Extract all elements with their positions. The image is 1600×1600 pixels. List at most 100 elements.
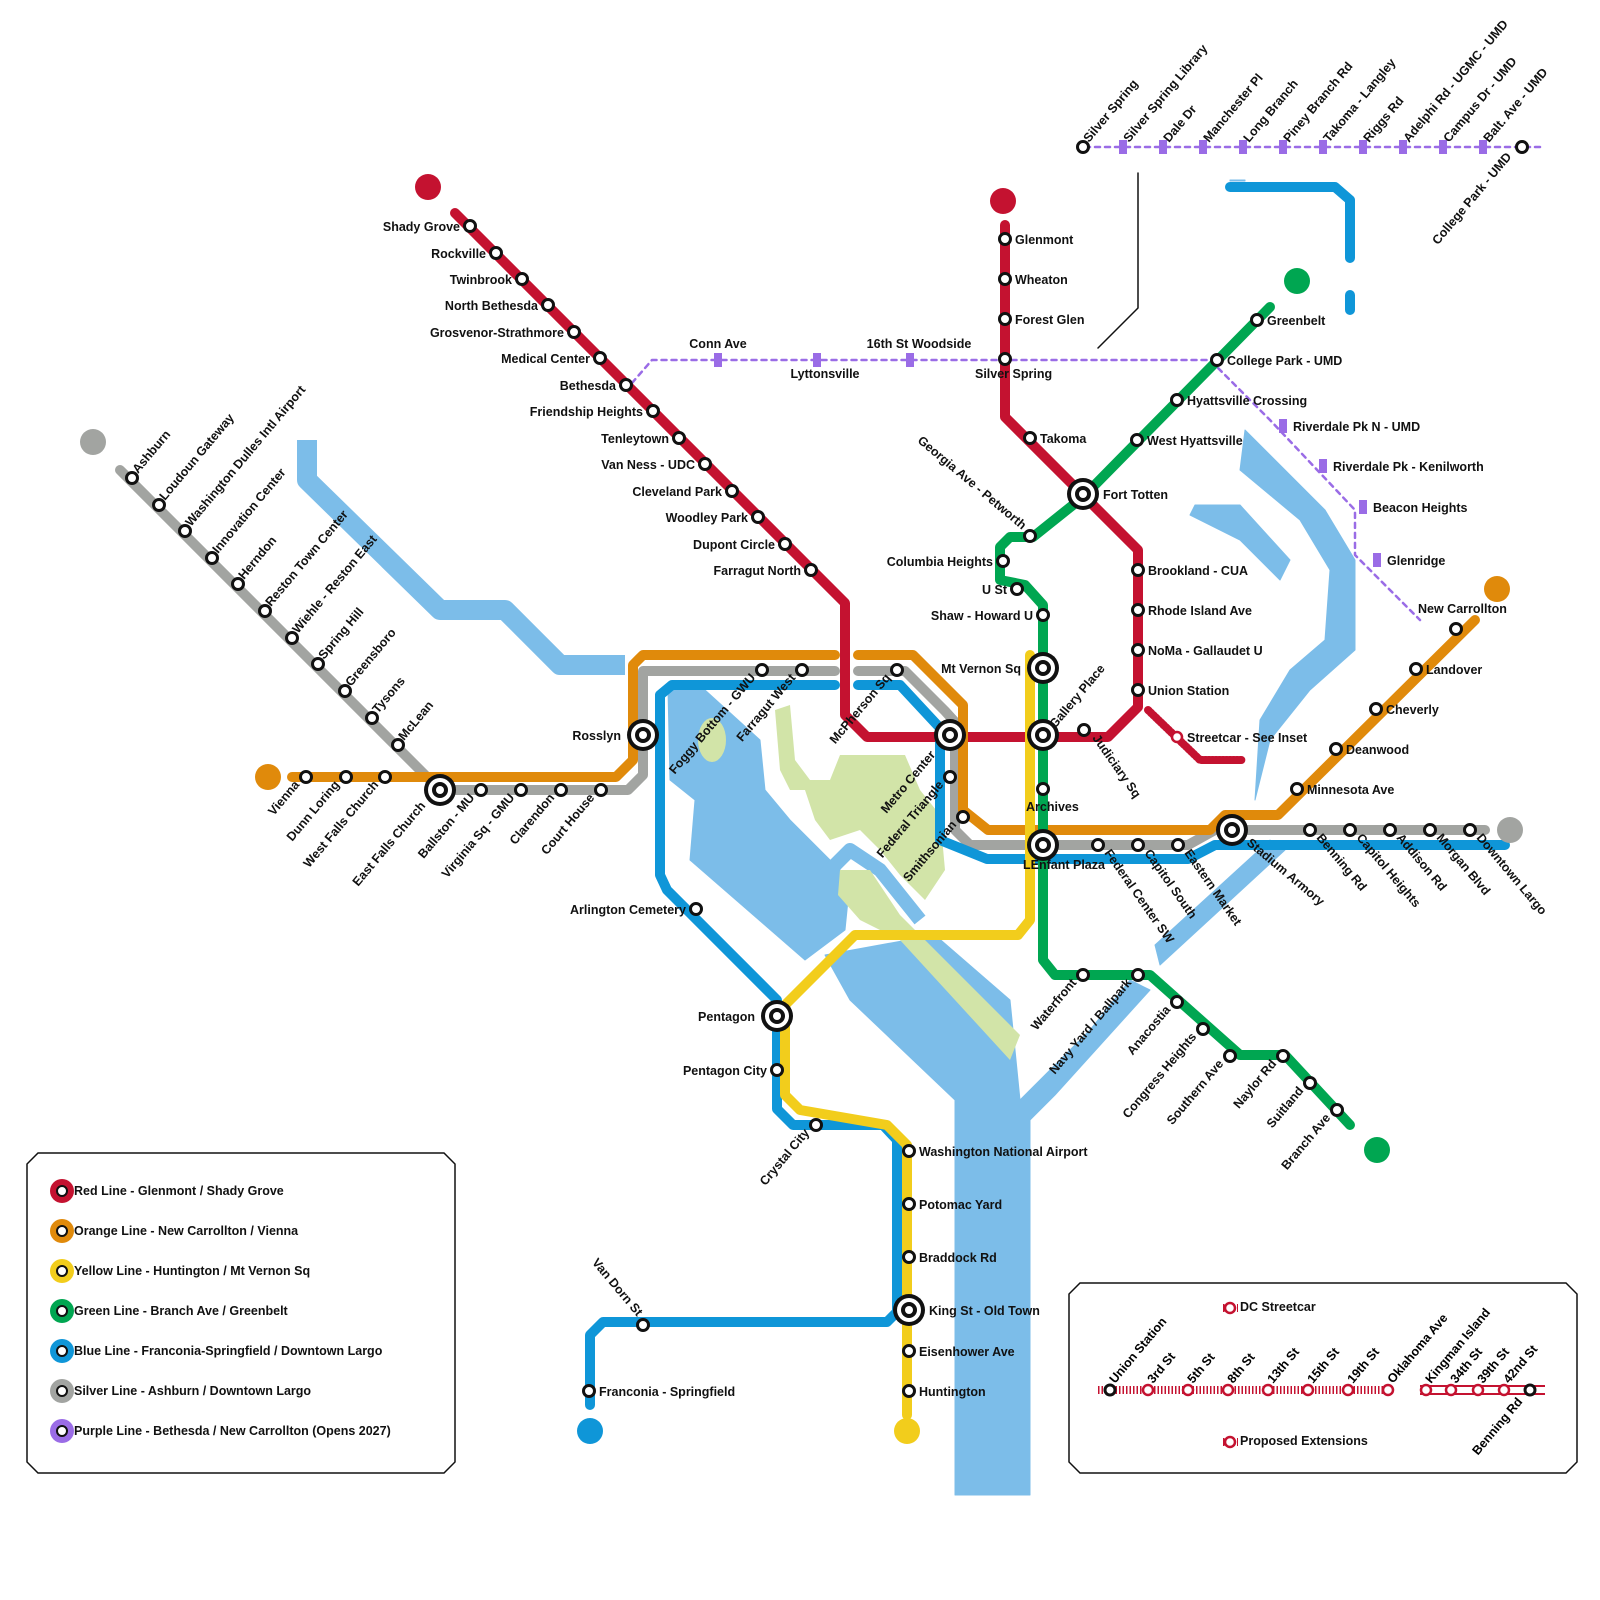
station-bethesda[interactable] <box>619 378 633 392</box>
streetcar-stop-union-station[interactable] <box>1103 1383 1117 1397</box>
station-tysons[interactable] <box>365 711 379 725</box>
station-morgan-blvd[interactable] <box>1423 823 1437 837</box>
station-marker-silver-spring-library[interactable] <box>1119 140 1127 154</box>
station-marker-campus-dr-umd[interactable] <box>1439 140 1447 154</box>
station-north-bethesda[interactable] <box>541 298 555 312</box>
station-marker-long-branch[interactable] <box>1239 140 1247 154</box>
station-tenleytown[interactable] <box>672 431 686 445</box>
station-takoma[interactable] <box>1023 431 1037 445</box>
station-shady-grove[interactable] <box>463 219 477 233</box>
station-cheverly[interactable] <box>1369 702 1383 716</box>
streetcar-stop-oklahoma-ave[interactable] <box>1381 1383 1395 1397</box>
station-grosvenor-strathmore[interactable] <box>567 325 581 339</box>
station-archives[interactable] <box>1036 782 1050 796</box>
station-cleveland-park[interactable] <box>725 484 739 498</box>
station-franconia-springfield[interactable] <box>582 1384 596 1398</box>
station-marker-takoma-langley[interactable] <box>1319 140 1327 154</box>
station-farragut-west[interactable] <box>795 663 809 677</box>
streetcar-stop-15th-st[interactable] <box>1301 1383 1315 1397</box>
transfer-station-mt-vernon-sq[interactable] <box>1027 652 1059 684</box>
station-new-carrollton[interactable] <box>1449 622 1463 636</box>
streetcar-stop-8th-st[interactable] <box>1221 1383 1235 1397</box>
station-woodley-park[interactable] <box>751 510 765 524</box>
station-forest-glen[interactable] <box>998 312 1012 326</box>
transfer-station-metro-center[interactable] <box>934 719 966 751</box>
station-anacostia[interactable] <box>1170 995 1184 1009</box>
station-huntington[interactable] <box>902 1384 916 1398</box>
station-braddock-rd[interactable] <box>902 1250 916 1264</box>
station-federal-center-sw[interactable] <box>1091 838 1105 852</box>
station-silver-spring[interactable] <box>998 352 1012 366</box>
station-marker-glenridge[interactable] <box>1373 553 1381 567</box>
station-medical-center[interactable] <box>593 351 607 365</box>
station-west-hyattsville[interactable] <box>1130 433 1144 447</box>
streetcar-stop-42nd-st[interactable] <box>1497 1383 1511 1397</box>
transfer-station-pentagon[interactable] <box>761 1000 793 1032</box>
station-marker-riggs-rd[interactable] <box>1359 140 1367 154</box>
station-twinbrook[interactable] <box>515 272 529 286</box>
station-deanwood[interactable] <box>1329 742 1343 756</box>
station-downtown-largo[interactable] <box>1463 823 1477 837</box>
station-reston-town-center[interactable] <box>258 604 272 618</box>
station-greensboro[interactable] <box>338 684 352 698</box>
station-virginia-sq-gmu[interactable] <box>514 783 528 797</box>
station-west-falls-church[interactable] <box>378 770 392 784</box>
station-union-station[interactable] <box>1131 683 1145 697</box>
station-hyattsville-crossing[interactable] <box>1170 393 1184 407</box>
station-minnesota-ave[interactable] <box>1290 782 1304 796</box>
station-navy-yard-ballpark[interactable] <box>1131 968 1145 982</box>
transfer-station-fort-totten[interactable] <box>1067 478 1099 510</box>
station-vienna[interactable] <box>299 770 313 784</box>
transfer-station-gallery-place[interactable] <box>1027 719 1059 751</box>
station-spring-hill[interactable] <box>311 657 325 671</box>
station-herndon[interactable] <box>231 577 245 591</box>
station-potomac-yard[interactable] <box>902 1197 916 1211</box>
transfer-station-east-falls-church[interactable] <box>424 774 456 806</box>
station-waterfront[interactable] <box>1076 968 1090 982</box>
station-addison-rd[interactable] <box>1383 823 1397 837</box>
station-marker-beacon-heights[interactable] <box>1359 500 1367 514</box>
station-columbia-heights[interactable] <box>996 554 1010 568</box>
station-branch-ave[interactable] <box>1330 1103 1344 1117</box>
station-southern-ave[interactable] <box>1223 1049 1237 1063</box>
station-congress-heights[interactable] <box>1196 1022 1210 1036</box>
station-marker-manchester-pl[interactable] <box>1199 140 1207 154</box>
station-smithsonian[interactable] <box>956 810 970 824</box>
station-wheaton[interactable] <box>998 272 1012 286</box>
station-washington-national-airport[interactable] <box>902 1144 916 1158</box>
station-court-house[interactable] <box>594 783 608 797</box>
streetcar-stop-13th-st[interactable] <box>1261 1383 1275 1397</box>
station-dunn-loring[interactable] <box>339 770 353 784</box>
streetcar-stop-34th-st[interactable] <box>1444 1383 1458 1397</box>
streetcar-stop-benning-rd[interactable] <box>1523 1383 1537 1397</box>
streetcar-stop-kingman-island[interactable] <box>1419 1383 1433 1397</box>
station-marker-riverdale-pk-n-umd[interactable] <box>1279 419 1287 433</box>
station-marker-conn-ave[interactable] <box>714 353 722 367</box>
station-farragut-north[interactable] <box>804 563 818 577</box>
station-arlington-cemetery[interactable] <box>689 902 703 916</box>
station-marker-lyttonsville[interactable] <box>813 353 821 367</box>
station-glenmont[interactable] <box>998 232 1012 246</box>
station-brookland-cua[interactable] <box>1131 563 1145 577</box>
station-rhode-island-ave[interactable] <box>1131 603 1145 617</box>
station-federal-triangle[interactable] <box>943 770 957 784</box>
station-u-st[interactable] <box>1010 582 1024 596</box>
station-ballston-mu[interactable] <box>474 783 488 797</box>
station-benning-rd[interactable] <box>1303 823 1317 837</box>
station-georgia-ave-petworth[interactable] <box>1023 529 1037 543</box>
station-pentagon-city[interactable] <box>770 1063 784 1077</box>
station-college-park-umd[interactable] <box>1210 353 1224 367</box>
station-van-dorn-st[interactable] <box>636 1318 650 1332</box>
station-marker-16th-st-woodside[interactable] <box>906 353 914 367</box>
station-van-ness-udc[interactable] <box>698 457 712 471</box>
station-eisenhower-ave[interactable] <box>902 1344 916 1358</box>
station-marker-riverdale-pk-kenilworth[interactable] <box>1319 459 1327 473</box>
station-marker-balt-ave-umd[interactable] <box>1479 140 1487 154</box>
station-college-park-umd[interactable] <box>1515 140 1529 154</box>
station-capitol-heights[interactable] <box>1343 823 1357 837</box>
transfer-station-stadium-armory[interactable] <box>1216 814 1248 846</box>
streetcar-stop-3rd-st[interactable] <box>1141 1383 1155 1397</box>
streetcar-stop-19th-st[interactable] <box>1341 1383 1355 1397</box>
station-eastern-market[interactable] <box>1171 838 1185 852</box>
station-mcpherson-sq[interactable] <box>890 663 904 677</box>
